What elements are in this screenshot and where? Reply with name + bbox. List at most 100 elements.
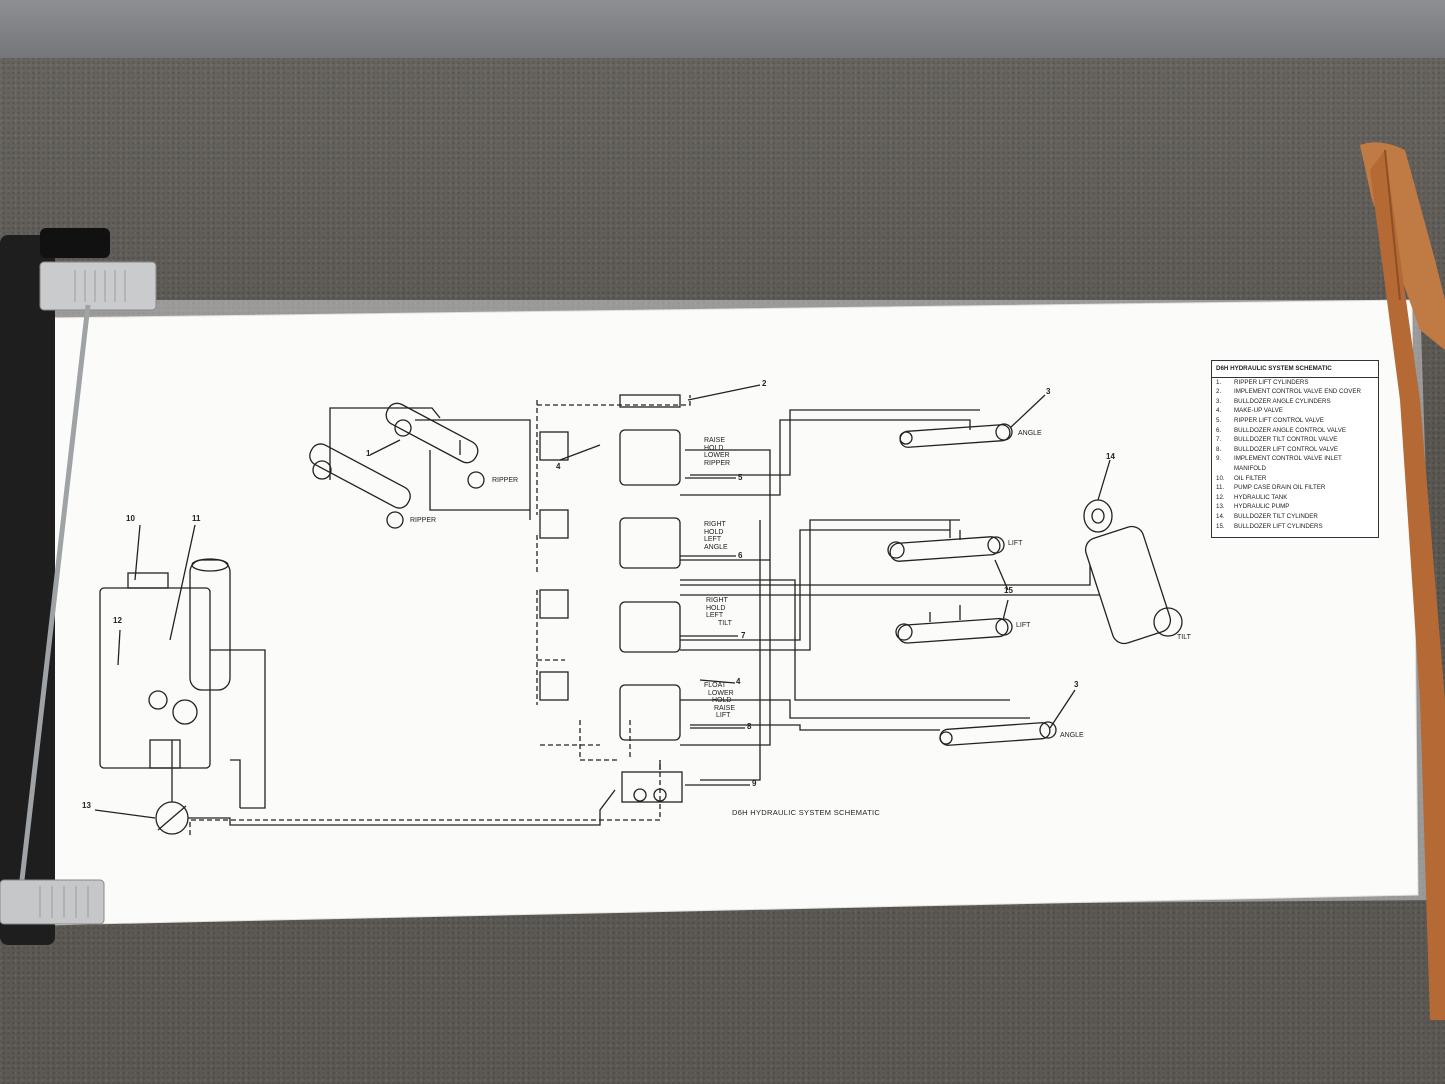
legend-item-text: MANIFOLD xyxy=(1234,464,1266,472)
label-lift-b: LIFT xyxy=(1016,622,1031,629)
callout-5: 5 xyxy=(738,473,743,482)
callout-10: 10 xyxy=(126,514,135,523)
pos-right: RIGHT xyxy=(706,597,728,604)
legend-item-number: 5. xyxy=(1216,416,1222,424)
legend-item: 13. HYDRAULIC PUMP xyxy=(1212,502,1378,512)
legend-item-text: HYDRAULIC PUMP xyxy=(1234,503,1290,511)
callout-11: 11 xyxy=(192,514,201,523)
legend-item-number: 8. xyxy=(1216,445,1222,453)
legend-item: 5. RIPPER LIFT CONTROL VALVE xyxy=(1212,416,1378,426)
valve-tilt-positions: RIGHT HOLD LEFT TILT xyxy=(706,597,732,627)
legend-item-number: 1. xyxy=(1216,378,1222,386)
pos-lower: LOWER xyxy=(708,689,734,697)
label-tilt: TILT xyxy=(1177,634,1191,641)
legend-box: D6H HYDRAULIC SYSTEM SCHEMATIC 1. RIPPER … xyxy=(1211,360,1379,538)
legend-item-number xyxy=(1216,464,1234,474)
legend-item: 3.BULLDOZER ANGLE CYLINDERS xyxy=(1212,397,1378,407)
legend-item: 8. BULLDOZER LIFT CONTROL VALVE xyxy=(1212,445,1378,455)
pos-angle: ANGLE xyxy=(704,543,728,551)
label-angle-top: ANGLE xyxy=(1018,430,1042,437)
label-ripper-b: RIPPER xyxy=(410,517,437,524)
legend-item-number: 13. xyxy=(1216,503,1225,511)
legend-item-text: BULLDOZER TILT CYLINDER xyxy=(1234,512,1318,520)
callout-6: 6 xyxy=(738,551,743,560)
legend-item-number: 2. xyxy=(1216,388,1222,396)
callout-3a: 3 xyxy=(1046,387,1051,396)
callout-12: 12 xyxy=(113,616,122,625)
legend-item-number: 7. xyxy=(1216,436,1222,444)
legend-item-text: IMPLEMENT CONTROL VALVE INLET xyxy=(1234,455,1342,463)
legend-list: 1. RIPPER LIFT CYLINDERS 2. IMPLEMENT CONTR… xyxy=(1212,378,1378,532)
label-ripper-a: RIPPER xyxy=(492,477,519,484)
legend-item-text: IMPLEMENT CONTROL VALVE END COVER xyxy=(1234,388,1361,396)
legend-item: 10. OIL FILTER xyxy=(1212,474,1378,484)
legend-item-text: HYDRAULIC TANK xyxy=(1234,493,1288,501)
pos-lift: LIFT xyxy=(716,712,731,719)
pos-hold: HOLD xyxy=(712,697,732,704)
legend-item: 6.BULLDOZER ANGLE CONTROL VALVE xyxy=(1212,426,1378,436)
legend-item-number: 3. xyxy=(1216,397,1222,405)
callout-9: 9 xyxy=(752,779,757,788)
legend-item: 2. IMPLEMENT CONTROL VALVE END COVER xyxy=(1212,387,1378,397)
gray-fabric-top xyxy=(0,0,1445,58)
schematic-caption: D6H HYDRAULIC SYSTEM SCHEMATIC xyxy=(732,808,881,817)
legend-title: D6H HYDRAULIC SYSTEM SCHEMATIC xyxy=(1212,361,1378,378)
legend-item: 4. MAKE-UP VALVE xyxy=(1212,406,1378,416)
legend-item-number: 15. xyxy=(1216,522,1225,530)
legend-item: 12. HYDRAULIC TANK xyxy=(1212,493,1378,503)
legend-item: 11. PUMP CASE DRAIN OIL FILTER xyxy=(1212,483,1378,493)
callout-2: 2 xyxy=(762,379,767,388)
legend-item-number: 4. xyxy=(1216,407,1222,415)
legend-item-text: OIL FILTER xyxy=(1234,474,1267,482)
legend-item-number: 11. xyxy=(1216,484,1225,492)
legend-item-number: 12. xyxy=(1216,493,1225,501)
pos-ripper: RIPPER xyxy=(704,459,731,467)
legend-item-text: BULLDOZER TILT CONTROL VALVE xyxy=(1234,436,1338,444)
legend-item: 15. BULLDOZER LIFT CYLINDERS xyxy=(1212,522,1378,532)
legend-item: 1. RIPPER LIFT CYLINDERS xyxy=(1212,378,1378,388)
left-black-rail xyxy=(0,235,55,945)
pos-raise: RAISE xyxy=(714,704,736,712)
legend-item-number: 14. xyxy=(1216,512,1225,520)
valve-ripper-positions: RAISE HOLD LOWER RIPPER xyxy=(704,437,730,467)
metal-rod xyxy=(19,304,91,881)
pos-hold: HOLD xyxy=(706,604,726,612)
legend-item-text: BULLDOZER LIFT CYLINDERS xyxy=(1234,522,1323,530)
valve-angle-positions: RIGHT HOLD LEFT ANGLE xyxy=(704,521,728,551)
legend-item-text: RIPPER LIFT CYLINDERS xyxy=(1234,378,1309,386)
valve-lift-positions: FLOAT LOWER HOLD RAISE LIFT xyxy=(704,682,735,720)
label-lift-a: LIFT xyxy=(1008,540,1023,547)
hydraulic-lines xyxy=(94,384,1183,835)
legend-item-text: BULLDOZER LIFT CONTROL VALVE xyxy=(1234,445,1338,453)
callout-3b: 3 xyxy=(1074,680,1079,689)
legend-item: 14. BULLDOZER TILT CYLINDER xyxy=(1212,512,1378,522)
callout-8: 8 xyxy=(747,722,752,731)
pos-hold: HOLD xyxy=(704,444,724,452)
pos-float: FLOAT xyxy=(704,682,727,689)
legend-item-text: MAKE-UP VALVE xyxy=(1234,407,1283,415)
callout-13: 13 xyxy=(82,801,91,810)
callout-14: 14 xyxy=(1106,452,1115,461)
callout-4b: 4 xyxy=(736,677,741,686)
pos-lower: LOWER xyxy=(704,452,730,459)
callout-7: 7 xyxy=(741,631,746,640)
legend-item-number: 9. xyxy=(1216,455,1222,463)
legend-item-number: 6. xyxy=(1216,426,1222,434)
pos-left: LEFT xyxy=(704,536,722,543)
pos-right: RIGHT xyxy=(704,521,726,528)
legend-item-text: PUMP CASE DRAIN OIL FILTER xyxy=(1234,484,1326,492)
top-aluminum-clip xyxy=(39,261,157,311)
legend-item-number: 10. xyxy=(1216,474,1225,482)
pos-raise: RAISE xyxy=(704,437,726,444)
legend-item: MANIFOLD xyxy=(1212,464,1378,474)
callout-4a: 4 xyxy=(556,462,561,471)
label-angle-bottom: ANGLE xyxy=(1060,732,1084,739)
pos-tilt: TILT xyxy=(718,619,732,627)
legend-item: 7. BULLDOZER TILT CONTROL VALVE xyxy=(1212,435,1378,445)
callout-15: 15 xyxy=(1004,586,1013,595)
callout-1: 1 xyxy=(366,449,371,458)
legend-item-text: RIPPER LIFT CONTROL VALVE xyxy=(1234,416,1324,424)
pos-hold: HOLD xyxy=(704,528,724,536)
legend-item: 9. IMPLEMENT CONTROL VALVE INLET xyxy=(1212,454,1378,464)
